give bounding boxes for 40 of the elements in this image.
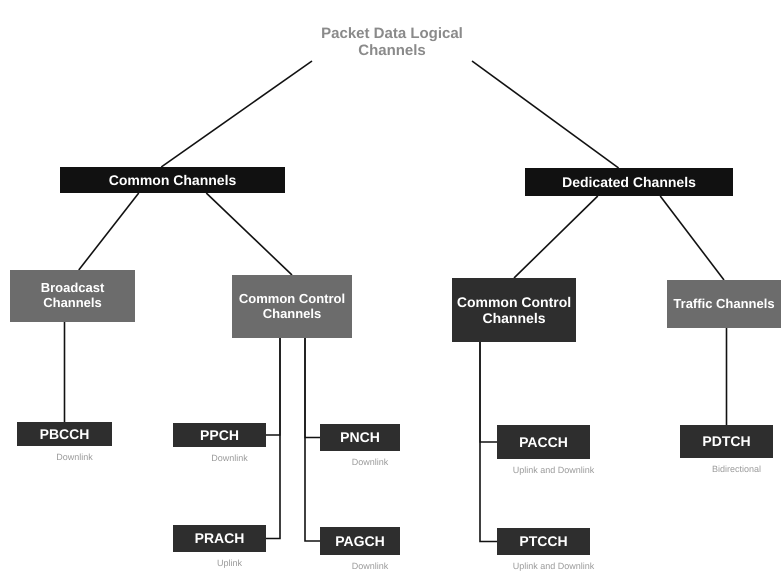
category-band bbox=[60, 167, 285, 193]
direction-caption: Downlink bbox=[210, 453, 249, 464]
node-label: Common Control Channels bbox=[456, 294, 572, 326]
group-box bbox=[10, 270, 135, 322]
node-label: Traffic Channels bbox=[673, 296, 775, 312]
direction-caption: Uplink bbox=[216, 558, 243, 568]
category-band bbox=[525, 168, 733, 196]
node-label: PBCCH bbox=[40, 426, 90, 442]
connector-line bbox=[160, 60, 312, 168]
connector-line bbox=[513, 195, 598, 279]
node-label: PTCCH bbox=[519, 533, 568, 550]
node-label: Common Control Channels bbox=[238, 292, 346, 322]
connector-line bbox=[78, 192, 140, 270]
node-label: PDTCH bbox=[702, 433, 751, 450]
direction-caption: Uplink and Downlink bbox=[512, 561, 596, 572]
node-label: Packet Data Logical Channels bbox=[320, 24, 464, 60]
connector-line bbox=[472, 60, 620, 169]
node-label: Common Channels bbox=[108, 172, 236, 188]
channel-box bbox=[452, 278, 576, 342]
node-label: PAGCH bbox=[335, 532, 385, 550]
connector-line bbox=[304, 338, 320, 542]
direction-caption: Downlink bbox=[55, 452, 94, 462]
group-box bbox=[232, 275, 352, 338]
node-label: PPCH bbox=[200, 426, 239, 444]
node-label: PRACH bbox=[194, 530, 244, 547]
connector-line bbox=[726, 328, 728, 425]
connector-line bbox=[266, 338, 281, 540]
direction-caption: Downlink bbox=[350, 561, 390, 572]
connector-line bbox=[206, 192, 293, 276]
direction-caption: Uplink and Downlink bbox=[512, 465, 596, 476]
connector-line bbox=[479, 342, 497, 542]
group-box bbox=[667, 280, 781, 328]
connector-line bbox=[64, 322, 66, 422]
connector-line bbox=[660, 196, 725, 280]
direction-caption: Downlink bbox=[350, 457, 390, 468]
node-label: PNCH bbox=[340, 429, 380, 446]
node-label: PACCH bbox=[519, 434, 568, 450]
node-label: Dedicated Channels bbox=[562, 174, 696, 190]
direction-caption: Bidirectional bbox=[710, 464, 762, 474]
node-label: Broadcast Channels bbox=[40, 281, 106, 311]
